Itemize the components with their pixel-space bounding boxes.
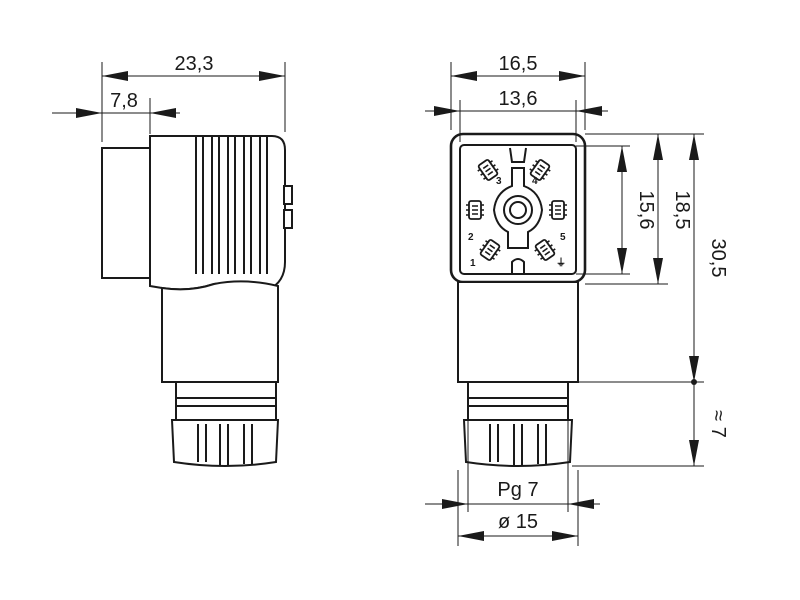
side-nut	[170, 419, 280, 467]
side-view: 23,3 7,8	[52, 53, 293, 467]
dim-label-dia-15: ø 15	[498, 511, 538, 533]
pin-contact-5	[549, 200, 567, 220]
front-nut	[462, 419, 574, 467]
dim-30-5: 30,5	[578, 133, 729, 383]
pin-contact-2	[466, 200, 484, 220]
dim-23-3: 23,3	[101, 53, 286, 142]
front-neck	[467, 381, 569, 421]
dim-pg7: Pg 7	[425, 420, 600, 512]
dim-label-16-5: 16,5	[499, 53, 538, 75]
dim-approx-7: ≈ 7	[572, 379, 729, 467]
ground-symbol-icon: ⏚	[556, 257, 566, 269]
pin-contacts	[466, 159, 567, 261]
side-neck	[175, 381, 277, 421]
dim-label-30-5: 30,5	[707, 239, 729, 278]
dim-label-7-8: 7,8	[110, 90, 138, 112]
pin-label-1: 1	[470, 258, 476, 269]
dim-7-8: 7,8	[52, 90, 180, 134]
pin-label-4: 4	[532, 176, 538, 187]
dim-label-18-5: 18,5	[671, 191, 693, 230]
dim-label-15-6: 15,6	[635, 191, 657, 230]
pin-contact-ground	[534, 239, 556, 261]
dim-label-23-3: 23,3	[175, 53, 214, 75]
dim-15-6: 15,6	[576, 145, 657, 275]
pin-label-2: 2	[468, 232, 474, 243]
dim-label-13-6: 13,6	[499, 88, 538, 110]
pin-label-5: 5	[560, 232, 566, 243]
front-face	[459, 144, 577, 275]
side-plug-stub	[101, 147, 153, 279]
center-hole-outer	[503, 195, 533, 225]
front-lower-body	[457, 281, 579, 383]
front-view: 3 4 2 5 1 ⏚ 16,5 13,6	[425, 53, 729, 546]
pin-contact-4	[529, 159, 551, 181]
side-lower-body	[161, 280, 279, 383]
dim-dia-15: ø 15	[457, 470, 579, 546]
dim-label-pg7: Pg 7	[497, 479, 538, 501]
dim-16-5: 16,5	[450, 53, 586, 130]
side-ribs	[195, 136, 268, 274]
side-housing	[149, 135, 286, 292]
dim-label-approx-7: ≈ 7	[707, 410, 729, 438]
pin-label-3: 3	[496, 176, 502, 187]
center-hole-inner	[509, 201, 527, 219]
pin-contact-3	[477, 159, 499, 181]
dim-13-6: 13,6	[425, 88, 608, 142]
front-center-insert	[492, 167, 544, 249]
pin-contact-1	[479, 239, 501, 261]
